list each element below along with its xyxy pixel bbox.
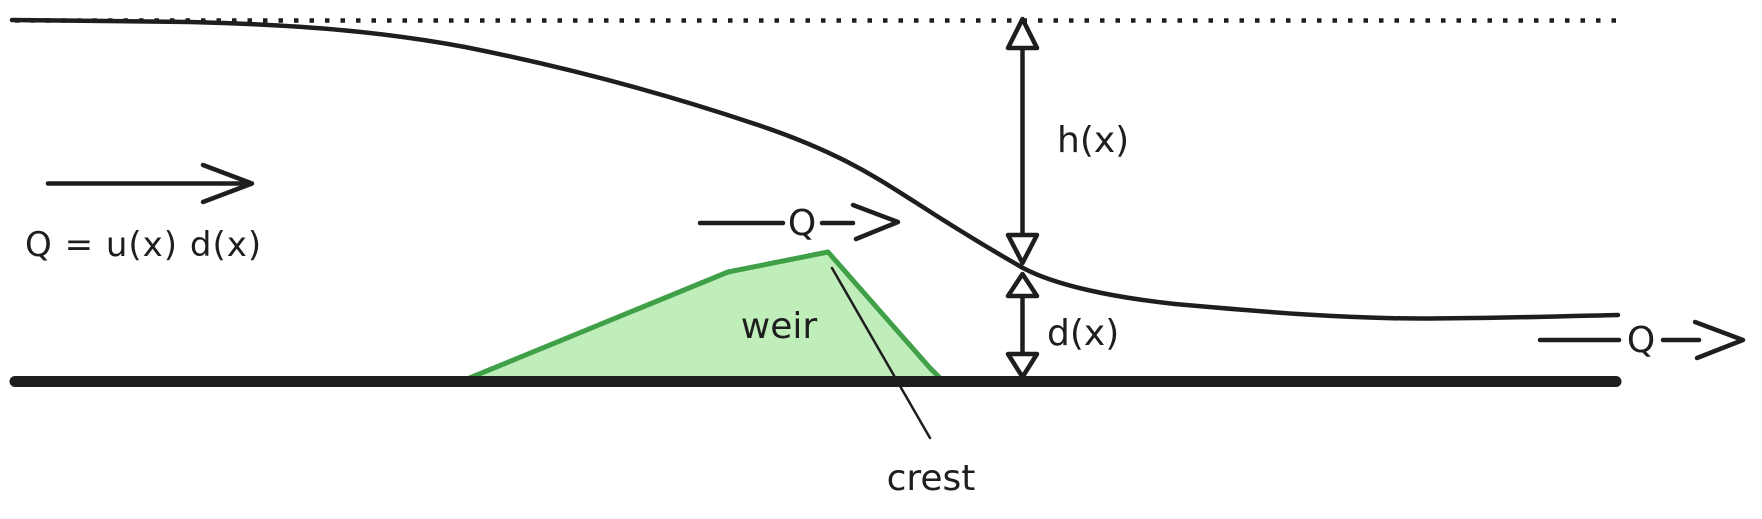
arrow-head-icon xyxy=(850,202,901,242)
head-label: h(x) xyxy=(1057,120,1129,161)
head-dimension-arrow-icon xyxy=(1005,16,1040,266)
depth-dimension-arrow-icon xyxy=(1005,271,1040,380)
mid-flow-q-label: Q xyxy=(788,203,816,244)
arrow-tip-up-icon xyxy=(1005,16,1040,51)
crest-label: crest xyxy=(887,458,976,499)
arrow-tip-down-icon xyxy=(1005,351,1040,380)
crest-pointer-line xyxy=(830,266,932,440)
arrow-head-icon xyxy=(200,162,255,205)
downstream-flow-arrow-icon: Q xyxy=(1537,319,1746,361)
arrow-tip-up-icon xyxy=(1005,271,1040,299)
water-surface-curve xyxy=(9,17,1621,321)
weir-label: weir xyxy=(741,306,818,347)
upstream-flow-arrow-icon xyxy=(45,162,255,205)
mid-flow-arrow-icon: Q xyxy=(697,202,901,244)
depth-label: d(x) xyxy=(1047,313,1119,354)
weir-shape xyxy=(464,249,944,382)
arrow-tip-down-icon xyxy=(1005,232,1040,266)
arrow-head-icon xyxy=(1692,319,1746,361)
downstream-q-label: Q xyxy=(1627,320,1655,361)
flow-formula-label: Q = u(x) d(x) xyxy=(25,225,262,265)
